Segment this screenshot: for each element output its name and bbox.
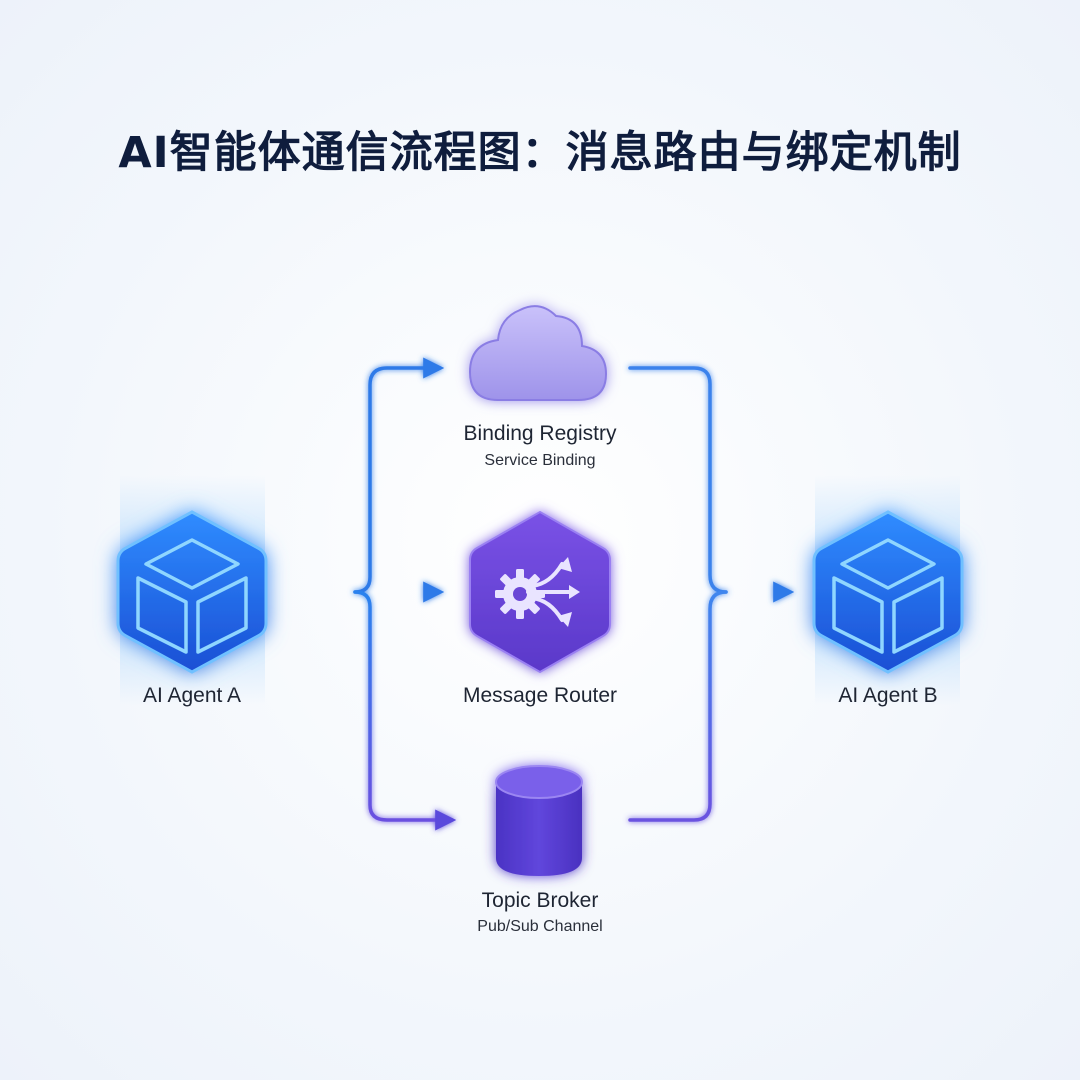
gear-arrows-icon [495, 557, 580, 627]
cube-icon [812, 510, 964, 674]
router-label: Message Router [462, 684, 618, 707]
right-connectors [628, 366, 795, 822]
left-connectors [290, 357, 457, 831]
registry-sublabel: Service Binding [484, 452, 596, 469]
cube-wireframe [136, 538, 248, 654]
cube-wireframe [832, 538, 944, 654]
broker-node[interactable] [495, 765, 583, 876]
agent-a-label: AI Agent A [142, 684, 242, 707]
connector-registry-to-merge [628, 366, 728, 594]
broker-label: Topic Broker [481, 889, 599, 912]
connector-broker-to-merge [628, 590, 728, 822]
database-cylinder-icon [495, 765, 583, 876]
router-node[interactable] [469, 510, 611, 674]
connector-split-to-registry [353, 357, 445, 594]
agent-a-node[interactable] [116, 510, 268, 674]
broker-sublabel: Pub/Sub Channel [477, 918, 603, 935]
registry-label: Binding Registry [463, 422, 617, 445]
agent-b-label: AI Agent B [838, 684, 938, 707]
cube-icon [116, 510, 268, 674]
registry-node[interactable] [468, 305, 608, 401]
agent-b-node[interactable] [812, 510, 964, 674]
diagram-title: AI智能体通信流程图：消息路由与绑定机制 [118, 128, 962, 178]
cloud-icon [468, 305, 608, 401]
connector-split-to-broker [353, 590, 457, 831]
